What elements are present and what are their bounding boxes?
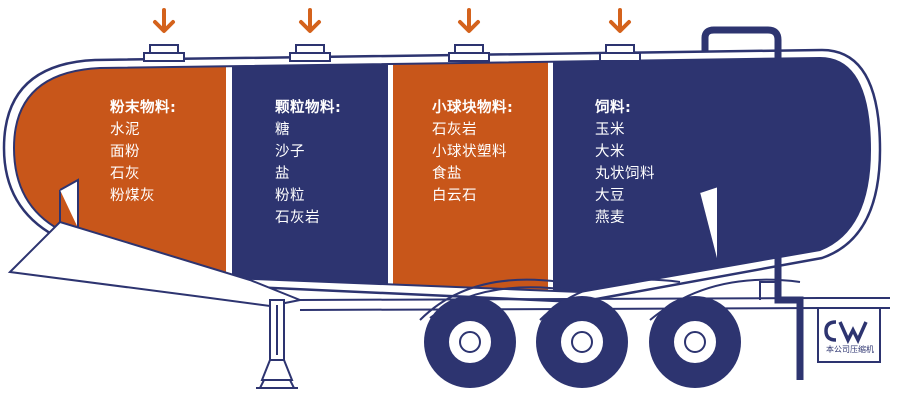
compartment-title: 小球块物料: — [432, 100, 514, 116]
hatch-2 — [289, 44, 331, 62]
list-item: 盐 — [275, 166, 290, 182]
wheel-1 — [424, 296, 516, 388]
list-item: 粉粒 — [275, 188, 305, 204]
compartment-granular: 颗粒物料: 糖 沙子 盐 粉粒 石灰岩 — [275, 96, 341, 229]
hatch-3 — [448, 44, 490, 62]
wheel-2 — [536, 296, 628, 388]
landing-leg — [256, 299, 298, 389]
list-item: 面粉 — [110, 144, 140, 160]
down-arrow-icon — [153, 8, 175, 33]
compartment-title: 饲料: — [595, 100, 632, 116]
compartment-feed: 饲料: 玉米 大米 丸状饲料 大豆 燕麦 — [595, 96, 655, 229]
list-item: 糖 — [275, 122, 290, 138]
logo-icon — [824, 320, 868, 345]
compartment-title: 颗粒物料: — [275, 100, 342, 116]
list-item: 大豆 — [595, 188, 625, 204]
list-item: 大米 — [595, 144, 625, 160]
down-arrow-icon — [299, 8, 321, 33]
down-arrow-icon — [609, 8, 631, 33]
compartment-pellet: 小球块物料: 石灰岩 小球状塑料 食盐 白云石 — [432, 96, 513, 207]
list-item: 玉米 — [595, 122, 625, 138]
list-item: 白云石 — [432, 188, 477, 204]
list-item: 石灰岩 — [275, 210, 320, 226]
hatch-1 — [143, 44, 185, 62]
list-item: 沙子 — [275, 144, 305, 160]
list-item: 小球状塑料 — [432, 144, 507, 160]
list-item: 丸状饲料 — [595, 166, 655, 182]
compartment-2-fill — [232, 58, 388, 292]
list-item: 粉煤灰 — [110, 188, 155, 204]
list-item: 燕麦 — [595, 210, 625, 226]
list-item: 石灰岩 — [432, 122, 477, 138]
wheel-3 — [649, 296, 741, 388]
list-item: 石灰 — [110, 166, 140, 182]
company-name: 本公司压缩机 — [826, 345, 874, 354]
compartment-title: 粉末物料: — [110, 100, 177, 116]
compartment-powder: 粉末物料: 水泥 面粉 石灰 粉煤灰 — [110, 96, 176, 207]
down-arrow-icon — [458, 8, 480, 33]
rear-pipe — [701, 26, 804, 380]
list-item: 水泥 — [110, 122, 140, 138]
hatch-4 — [599, 44, 641, 62]
compartment-3-fill — [393, 58, 548, 292]
list-item: 食盐 — [432, 166, 462, 182]
